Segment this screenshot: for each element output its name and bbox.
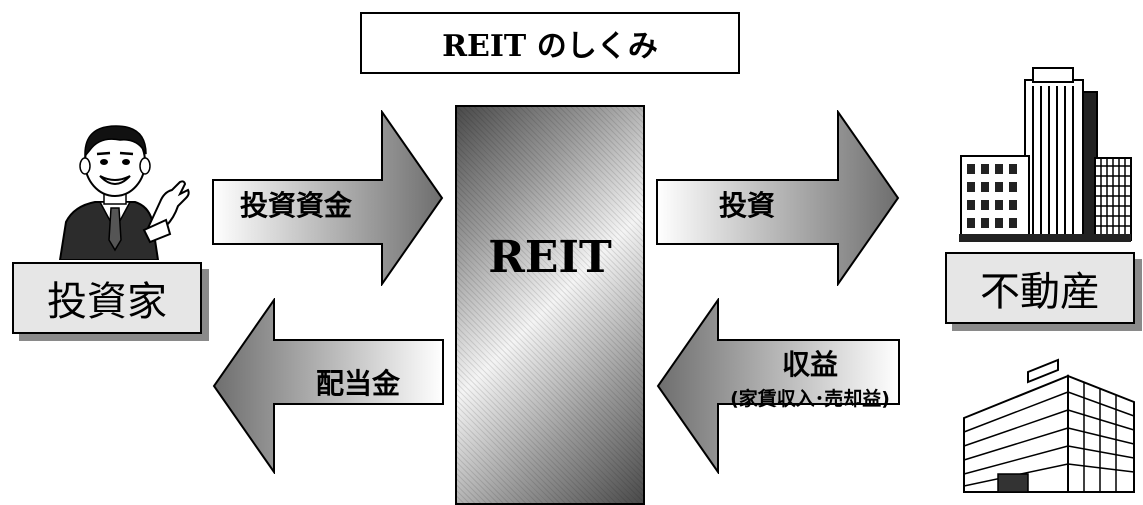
- investor-box: 投資家: [12, 262, 202, 334]
- investment-label: 投資: [718, 189, 775, 222]
- income-label: 収益: [781, 348, 838, 381]
- investor-label: 投資家: [47, 279, 167, 325]
- real-estate-label: 不動産: [980, 269, 1100, 315]
- office-tower-icon: [955, 62, 1135, 247]
- dividend-label: 配当金: [315, 367, 400, 400]
- reit-label: REIT: [488, 232, 612, 283]
- reit-column: [455, 105, 645, 505]
- diagram-title-box: REIT のしくみ: [360, 12, 740, 74]
- income-arrow: [656, 298, 900, 474]
- investment-capital-label: 投資資金: [239, 189, 352, 222]
- businessman-pointing-icon: [40, 110, 190, 260]
- apartment-building-icon: [958, 356, 1138, 494]
- investment-arrow: [656, 110, 900, 286]
- investment-capital-arrow: [212, 110, 444, 286]
- real-estate-box: 不動産: [945, 252, 1135, 324]
- dividend-arrow: [212, 298, 444, 474]
- income-detail-label: (家賃収入･売却益): [730, 388, 890, 410]
- diagram-title: REIT のしくみ: [442, 29, 658, 64]
